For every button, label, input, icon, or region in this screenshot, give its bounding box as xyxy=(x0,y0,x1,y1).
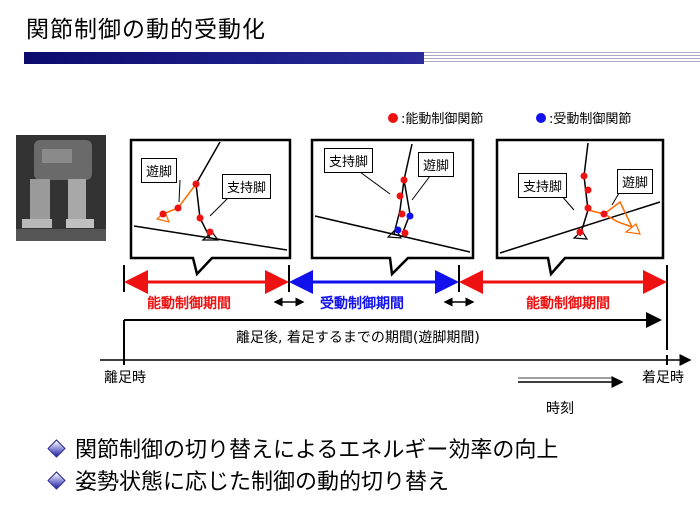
panel1-label-2: 支持脚 xyxy=(222,174,272,199)
legend-passive-label: :受動制御関節 xyxy=(549,112,632,127)
title-bar-solid xyxy=(24,52,424,64)
timeline-end-label: 着足時 xyxy=(642,370,684,386)
title-underline-bar xyxy=(24,52,700,64)
bullet-item-2: 姿勢状態に応じた制御の動的切り替え xyxy=(47,464,450,496)
legend-passive: :受動制御関節 xyxy=(536,108,631,127)
bullet-text-1: 関節制御の切り替えによるエネルギー効率の向上 xyxy=(75,438,559,463)
time-label: 時刻 xyxy=(546,401,574,417)
panel2-label-1: 支持脚 xyxy=(324,148,374,173)
panel2-label-2: 遊脚 xyxy=(418,152,455,177)
passive-phase-label: 受動制御期間 xyxy=(320,296,404,312)
diamond-bullet-icon xyxy=(47,438,66,458)
active-phase-label-1: 能動制御期間 xyxy=(147,296,231,312)
panel1-label-1: 遊脚 xyxy=(141,158,178,183)
robot-legs-image xyxy=(16,135,106,241)
swing-period-label: 離足後, 着足するまでの期間(遊脚期間) xyxy=(236,330,480,346)
legend-active: :能動制御関節 xyxy=(388,108,483,127)
diamond-bullet-icon xyxy=(47,470,66,490)
panel-3 xyxy=(495,138,665,277)
blue-dot-icon xyxy=(536,112,546,123)
page-title: 関節制御の動的受動化 xyxy=(26,17,266,43)
robot-photo xyxy=(16,135,106,241)
bullet-item-1: 関節制御の切り替えによるエネルギー効率の向上 xyxy=(47,432,559,464)
red-dot-icon xyxy=(388,112,398,123)
timeline-start-label: 離足時 xyxy=(104,370,146,386)
active-phase-label-2: 能動制御期間 xyxy=(526,296,610,312)
panel3-label-2: 遊脚 xyxy=(617,169,654,194)
bullet-text-2: 姿勢状態に応じた制御の動的切り替え xyxy=(75,470,450,495)
title-bar-fade xyxy=(424,52,700,64)
panel3-label-1: 支持脚 xyxy=(518,173,568,198)
legend-active-label: :能動制御関節 xyxy=(401,112,484,127)
